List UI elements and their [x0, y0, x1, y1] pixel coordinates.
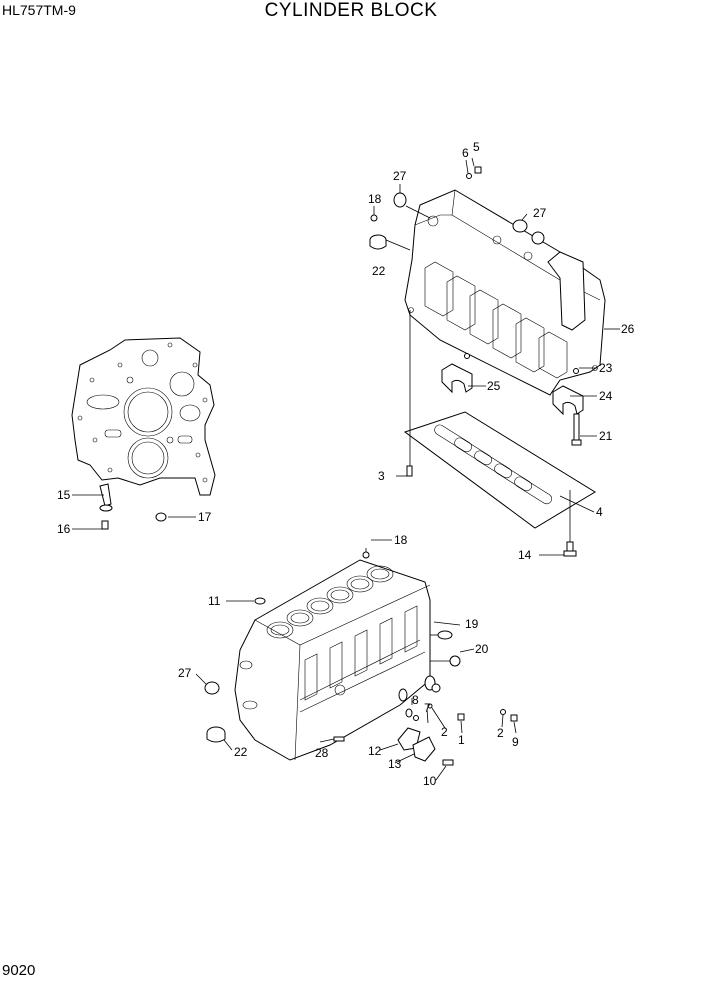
callout-7: 7 — [424, 701, 431, 715]
plug-11 — [254, 597, 266, 605]
leader-lines — [72, 157, 620, 781]
cylinder-block — [234, 559, 431, 761]
front-plate — [71, 337, 216, 496]
callout-28: 28 — [315, 746, 329, 760]
callout-19: 19 — [465, 617, 479, 631]
callout-2-left: 2 — [441, 725, 448, 739]
plug-5-6 — [466, 166, 482, 179]
plug-18-top — [370, 214, 378, 222]
callout-2-right: 2 — [497, 726, 504, 740]
callout-6: 6 — [462, 146, 469, 160]
callout-11: 11 — [208, 594, 221, 608]
callout-13: 13 — [388, 757, 402, 771]
callout-22-top: 22 — [372, 264, 386, 278]
callout-4: 4 — [596, 505, 603, 519]
callout-25: 25 — [487, 379, 501, 393]
o-ring-27-top — [393, 192, 407, 208]
plug-17 — [155, 512, 167, 522]
callout-5: 5 — [473, 140, 480, 154]
plug-18-bottom — [362, 551, 370, 559]
callout-18-top: 18 — [368, 192, 382, 206]
callout-27-bottom: 27 — [178, 666, 192, 680]
callout-23: 23 — [599, 361, 613, 375]
bolt-21 — [571, 413, 582, 446]
plug-20 — [449, 655, 461, 667]
callout-1: 1 — [458, 733, 465, 747]
o-rings-8 — [398, 675, 441, 718]
callout-15: 15 — [57, 488, 71, 502]
page-title: CYLINDER BLOCK — [264, 0, 438, 21]
bearing-cap-25 — [441, 353, 473, 394]
callout-12: 12 — [368, 744, 382, 758]
callout-3: 3 — [378, 469, 385, 483]
callout-27-top: 27 — [393, 169, 407, 183]
o-ring-27-bottom — [204, 681, 220, 695]
bracket-15 — [99, 483, 113, 512]
o-rings-27-pair — [512, 219, 545, 245]
plugs-1-2-7-9 — [413, 703, 518, 722]
page-number: 9020 — [2, 962, 36, 979]
callout-20: 20 — [475, 642, 489, 656]
bolt-16 — [101, 520, 109, 530]
callout-10: 10 — [423, 774, 437, 788]
callout-26: 26 — [621, 322, 635, 336]
bolt-3 — [406, 465, 413, 477]
callout-24: 24 — [599, 389, 613, 403]
callout-16: 16 — [57, 522, 71, 536]
callout-27-pair: 27 — [533, 206, 547, 220]
sleeve-22-top — [369, 234, 387, 250]
bolt-14 — [563, 541, 577, 557]
bolt-10 — [442, 759, 454, 766]
seal-19 — [437, 630, 453, 640]
callout-22-bottom: 22 — [234, 745, 248, 759]
crankcase-housing — [404, 189, 606, 396]
callout-9: 9 — [512, 735, 519, 749]
cover-13 — [412, 736, 436, 762]
callout-21: 21 — [599, 429, 613, 443]
callout-14: 14 — [518, 548, 532, 562]
oil-pan-gasket — [403, 411, 596, 529]
callout-numbers: 5 6 27 18 27 22 26 23 25 24 21 3 4 14 15… — [57, 140, 635, 788]
callout-17: 17 — [198, 510, 212, 524]
callout-8: 8 — [412, 693, 419, 707]
sleeve-22-bottom — [206, 726, 226, 743]
plug-28 — [333, 736, 345, 742]
callout-18-bottom: 18 — [394, 533, 408, 547]
model-code: HL757TM-9 — [2, 2, 76, 18]
